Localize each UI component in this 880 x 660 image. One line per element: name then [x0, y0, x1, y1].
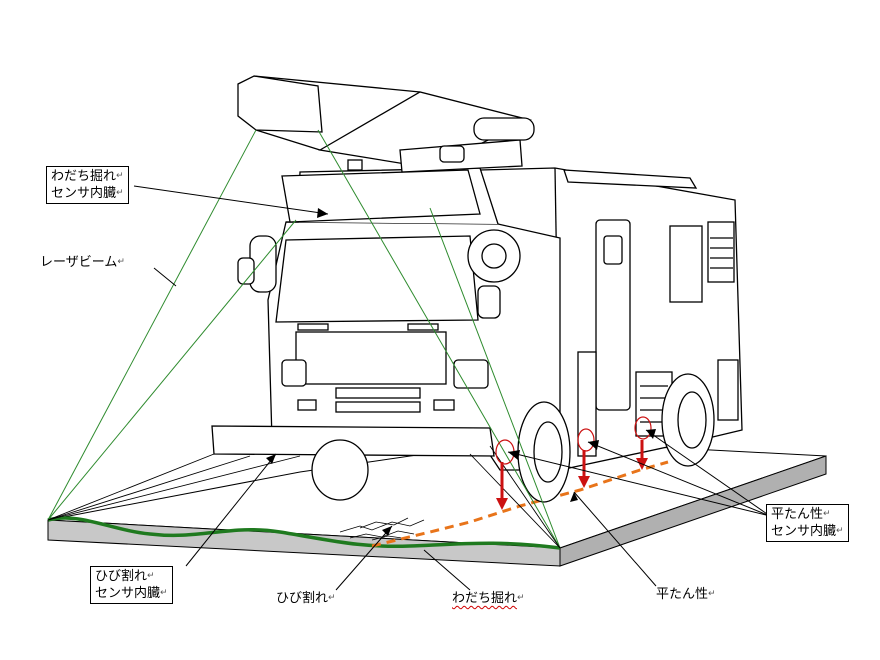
- return-mark: ↵: [823, 509, 831, 519]
- rut-sensor-line2: センサ内臓: [51, 186, 117, 201]
- leader-lines: [133, 185, 771, 591]
- truck: [211, 75, 743, 503]
- flatness-label: 平たん性↵: [656, 586, 716, 603]
- laser-beam-label: レーザビーム↵: [40, 254, 125, 271]
- flatness-sensor-label: 平たん性↵ センサ内臓↵: [766, 504, 849, 542]
- crack-text: ひび割れ: [276, 591, 329, 606]
- crack-sensor-line1: ひび割れ: [95, 569, 148, 584]
- return-mark: ↵: [116, 188, 124, 198]
- road-profile-line: [47, 516, 561, 550]
- rut-sensor-line1: わだち掘れ: [51, 169, 117, 184]
- crack-sensor-label: ひび割れ↵ センサ内臓↵: [90, 566, 173, 604]
- crack-label: ひび割れ↵: [276, 590, 336, 607]
- return-mark: ↵: [328, 593, 336, 603]
- return-mark: ↵: [147, 571, 155, 581]
- road-slab: [47, 439, 827, 567]
- return-mark: ↵: [160, 588, 168, 598]
- return-mark: ↵: [116, 171, 124, 181]
- return-mark: ↵: [836, 526, 844, 536]
- return-mark: ↵: [708, 589, 716, 599]
- sensor-arrows: [496, 440, 648, 510]
- flatness-sensor-line1: 平たん性: [771, 507, 824, 522]
- flatness-sensor-line2: センサ内臓: [771, 524, 837, 539]
- rut-label: わだち掘れ↵: [452, 590, 525, 607]
- return-mark: ↵: [117, 257, 125, 267]
- laser-beam-text: レーザビーム: [40, 255, 118, 270]
- laser-beam-lines: [47, 129, 561, 549]
- flatness-text: 平たん性: [656, 587, 709, 602]
- return-mark: ↵: [517, 593, 525, 603]
- leader-arrowheads: [266, 208, 656, 536]
- rut-text: わだち掘れ: [452, 591, 518, 606]
- rut-sensor-label: わだち掘れ↵ センサ内臓↵: [46, 166, 129, 204]
- crack-sensor-line2: センサ内臓: [95, 586, 161, 601]
